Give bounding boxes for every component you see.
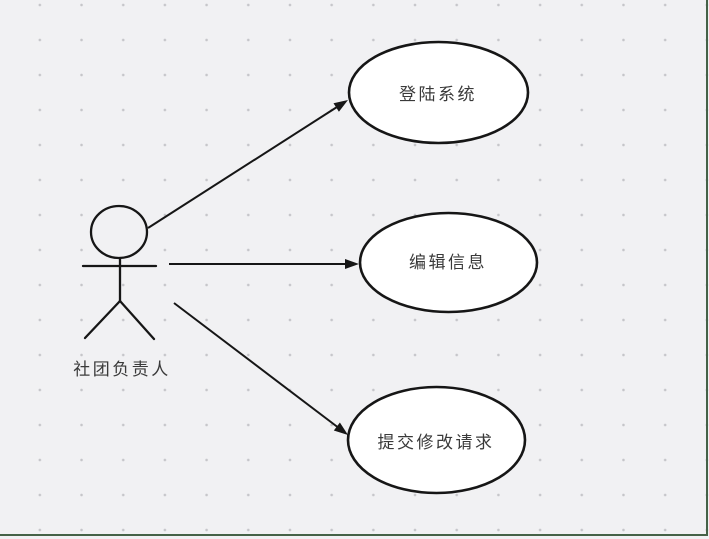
actor-head — [89, 204, 149, 260]
window-frame-right-edge — [706, 0, 708, 536]
use-case-label: 登陆系统 — [399, 85, 477, 105]
arrowhead-icon — [333, 100, 348, 112]
arrowhead-icon — [345, 259, 359, 269]
actor-label: 社团负责人 — [73, 360, 171, 380]
use-case-ellipse — [347, 40, 530, 145]
actor-figure[interactable]: 社团负责人 — [73, 204, 171, 380]
use-case-ellipse — [346, 385, 527, 495]
use-case-submit-request[interactable]: 提交修改请求 — [346, 385, 527, 495]
association-arrow-to-edit-info[interactable] — [169, 259, 359, 269]
actor-right-leg — [118, 299, 156, 341]
use-case-label: 编辑信息 — [409, 253, 487, 273]
arrowhead-icon — [333, 422, 348, 435]
window-frame-bottom-edge — [0, 534, 708, 536]
actor-left-leg — [83, 299, 122, 340]
association-arrow-to-login[interactable] — [147, 100, 348, 229]
use-case-login-system[interactable]: 登陆系统 — [347, 40, 530, 145]
association-arrow-to-submit-request[interactable] — [173, 302, 348, 435]
use-case-edit-info[interactable]: 编辑信息 — [358, 211, 539, 314]
use-case-ellipse — [358, 211, 539, 314]
use-case-label: 提交修改请求 — [378, 433, 495, 453]
